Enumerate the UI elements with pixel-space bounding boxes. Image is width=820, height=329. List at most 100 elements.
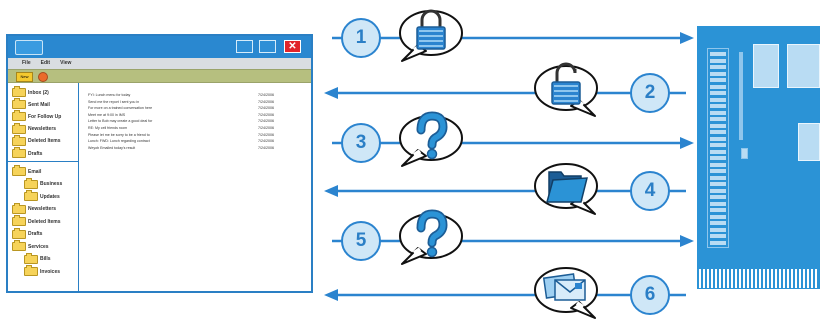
folder-icon	[12, 202, 26, 214]
folder-item[interactable]: Business	[24, 177, 63, 190]
new-message-button[interactable]: New	[16, 72, 33, 82]
folder-item[interactable]: Email	[12, 165, 41, 177]
folder-icon	[12, 110, 26, 122]
connector-pin	[703, 269, 705, 288]
arrowhead	[680, 32, 694, 44]
drive-slot	[710, 91, 726, 95]
open-lock-icon	[531, 60, 601, 127]
delete-icon[interactable]	[38, 72, 48, 82]
drive-slot	[710, 71, 726, 76]
close-button[interactable]: ✕	[284, 40, 301, 53]
connector-pin	[719, 269, 721, 288]
folder-item[interactable]: Drafts	[12, 227, 42, 240]
arrowhead	[324, 289, 338, 301]
folder-icon	[12, 98, 26, 110]
server	[697, 26, 820, 268]
folder-item[interactable]: For Follow Up	[12, 110, 62, 122]
folder-item[interactable]: Deleted Items	[12, 215, 61, 227]
flow-arrow-2	[324, 87, 686, 99]
folder-icon	[12, 122, 26, 134]
menu-bar: File Edit View	[8, 58, 311, 69]
drive-slot	[710, 182, 726, 186]
connector-pin	[747, 269, 749, 288]
folder-item[interactable]: Sent Mail	[12, 98, 50, 110]
menu-edit[interactable]: Edit	[40, 60, 51, 66]
connector-pin	[723, 269, 725, 288]
folder-icon	[12, 86, 26, 97]
connector-pin	[791, 269, 793, 288]
folder-icon	[12, 147, 26, 158]
drive-slot	[710, 123, 726, 128]
connector-pin	[811, 269, 813, 288]
folder-icon	[12, 240, 26, 251]
server-panel	[787, 44, 820, 88]
drive-slot	[710, 208, 726, 212]
folder-item[interactable]: Updates	[24, 190, 60, 202]
message-row[interactable]: Please let me be sorry to be a friend to…	[88, 132, 298, 139]
folder-tree-divider	[8, 161, 78, 162]
folder-item[interactable]: Newsletters	[12, 202, 57, 215]
folder-item[interactable]: Invoices	[24, 265, 60, 277]
step-number-2: 2	[630, 73, 670, 113]
connector-pin	[711, 269, 713, 288]
folder-item[interactable]: Inbox (2)	[12, 86, 49, 98]
drive-slot	[710, 214, 726, 219]
folder-label: Business	[40, 181, 63, 187]
connector-pin	[771, 269, 773, 288]
step-number-3: 3	[341, 123, 381, 163]
folder-label: Newsletters	[28, 206, 57, 212]
folder-icon	[24, 190, 38, 201]
connector-pin	[783, 269, 785, 288]
folder-item[interactable]: Bills	[24, 252, 51, 265]
message-subject: Please let me be sorry to be a friend to	[88, 132, 150, 137]
message-date: 7/24/2006	[258, 112, 274, 117]
folder-item[interactable]: Newsletters	[12, 122, 56, 135]
closed-lock-icon	[396, 5, 466, 72]
drive-slot	[710, 104, 726, 108]
connector-pin	[779, 269, 781, 288]
folder-item[interactable]: Deleted Items	[12, 134, 61, 147]
message-subject: Letter to Bob may create a good deal for	[88, 119, 153, 124]
connector-pin	[739, 269, 741, 288]
folder-label: Bills	[40, 256, 51, 262]
drive-slot	[710, 188, 726, 193]
folder-label: Updates	[40, 193, 60, 200]
drive-slot	[710, 130, 726, 134]
maximize-button[interactable]	[259, 40, 276, 53]
drive-slot	[710, 175, 726, 180]
folder-label: For Follow Up	[28, 113, 62, 120]
message-date: 7/24/2006	[258, 119, 274, 124]
flow-arrow-6	[324, 289, 686, 301]
drive-slot	[710, 169, 726, 173]
question-mark-icon	[396, 110, 466, 177]
menu-file[interactable]: File	[22, 60, 31, 66]
folder-label: Deleted Items	[28, 138, 61, 145]
folder-item[interactable]: Services	[12, 240, 49, 252]
drive-slot	[710, 156, 726, 160]
step-number-1: 1	[341, 18, 381, 58]
message-date: 7/24/2006	[258, 99, 274, 104]
minimize-button[interactable]	[236, 40, 253, 53]
step-number-4: 4	[630, 171, 670, 211]
drive-slot	[710, 65, 726, 69]
folder-icon	[12, 215, 26, 226]
message-subject: FYI: Lunch menu for today	[88, 93, 131, 97]
question-mark-icon	[396, 208, 466, 275]
menu-view[interactable]: View	[60, 60, 72, 66]
folder-item[interactable]: Drafts	[12, 147, 42, 159]
server-connector-pins	[697, 268, 820, 289]
folder-label: Deleted Items	[28, 218, 61, 225]
message-date: 7/24/2006	[258, 125, 274, 130]
message-row[interactable]: Letter to Bob may create a good deal for…	[88, 118, 298, 125]
connector-pin	[803, 269, 805, 288]
flow-arrow-3	[332, 137, 694, 149]
connector-pin	[699, 269, 701, 288]
message-subject: Weyob Emailed today's result	[88, 145, 136, 150]
